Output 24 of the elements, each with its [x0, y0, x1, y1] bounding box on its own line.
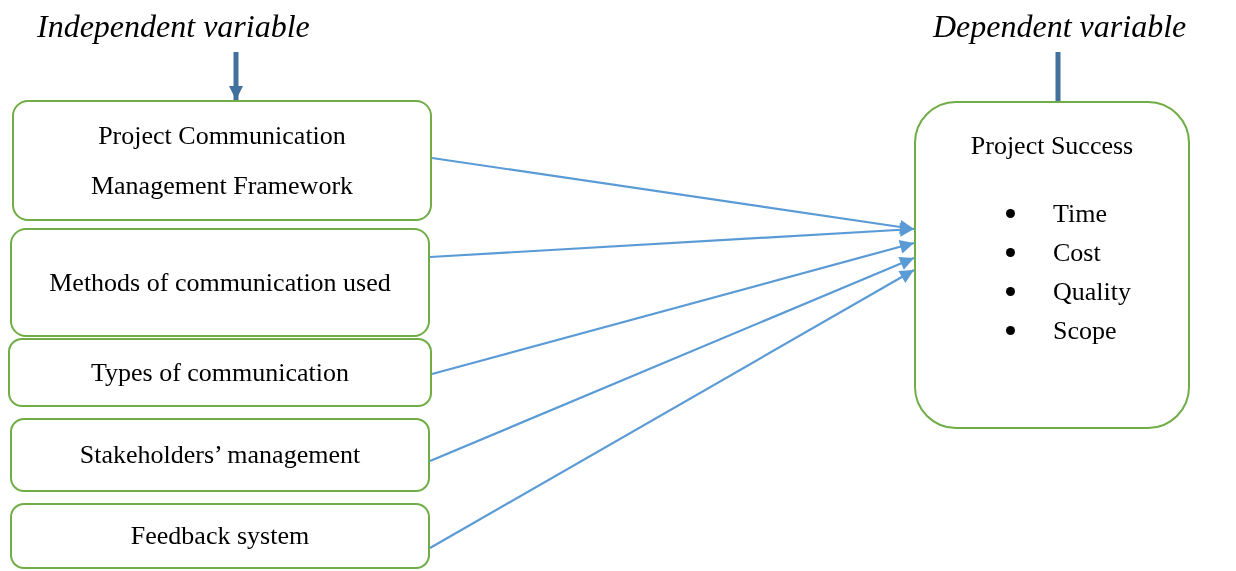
box-label: Project Communication Management Framework [89, 119, 355, 202]
variable-box [914, 101, 1190, 429]
arrow [429, 256, 915, 462]
box-label: Stakeholders’ management [79, 439, 361, 471]
variable-box [10, 503, 430, 569]
variable-box [12, 100, 432, 221]
variable-box [8, 338, 432, 407]
arrow [429, 269, 915, 549]
arrow [431, 156, 915, 234]
block-arrow [229, 52, 243, 100]
arrow [429, 222, 915, 259]
list-item: Quality [1053, 276, 1131, 308]
list-item: Cost [1053, 237, 1101, 269]
variable-heading: Independent variable [37, 8, 357, 48]
arrow [431, 239, 915, 376]
list-item: Scope [1053, 315, 1117, 347]
variable-heading: Dependent variable [933, 8, 1233, 48]
box-label: Project Success [970, 130, 1134, 162]
list-item: Time [1053, 198, 1107, 230]
box-label: Types of communication [90, 356, 350, 389]
box-label: Feedback system [130, 520, 310, 552]
box-label: Methods of communication used [49, 266, 391, 299]
variable-box [10, 228, 430, 337]
variable-box [10, 418, 430, 492]
